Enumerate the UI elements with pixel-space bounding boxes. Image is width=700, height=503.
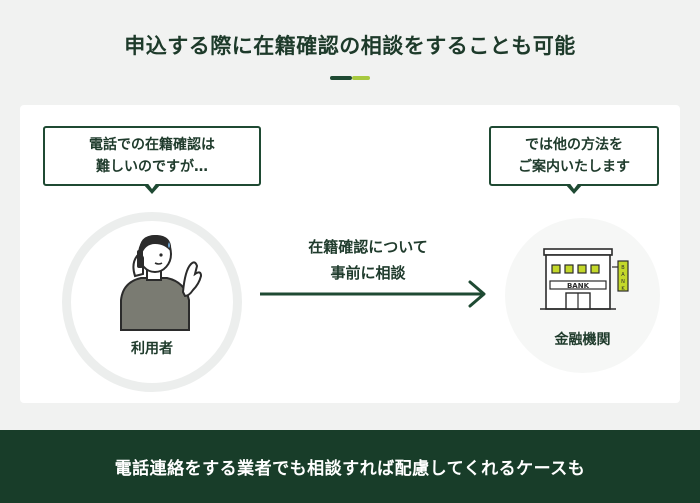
svg-text:B: B [621, 265, 625, 271]
arrow-caption: 在籍確認について 事前に相談 [268, 234, 468, 286]
svg-text:A: A [621, 272, 625, 278]
user-speech-bubble: 電話での在籍確認は 難しいのですが… [43, 126, 261, 194]
bank-sign-text: BANK [567, 282, 590, 290]
bank-speech-bubble: では他の方法を ご案内いたします [489, 126, 659, 194]
person-on-phone-icon [120, 234, 203, 331]
arrow-caption-line-1: 在籍確認について [308, 238, 428, 256]
title-underline-accent [352, 76, 370, 80]
user-label: 利用者 [131, 341, 173, 357]
footer-banner: 電話連絡をする業者でも相談すれば配慮してくれるケースも [0, 430, 700, 503]
speech-bubble-tail [565, 181, 583, 194]
title-underline-dark [330, 76, 352, 80]
arrow-caption-line-2: 事前に相談 [330, 264, 406, 282]
svg-text:K: K [621, 286, 625, 292]
footer-text: 電話連絡をする業者でも相談すれば配慮してくれるケースも [114, 459, 586, 479]
bank-building-icon: BANK B A N K [540, 248, 629, 310]
user-speech-line-2: 難しいのですが… [96, 159, 208, 175]
bank-speech-line-2: ご案内いたします [518, 159, 630, 175]
bank-label: 金融機関 [554, 332, 611, 348]
right-arrow-icon [260, 280, 486, 308]
page-title: 申込する際に在籍確認の相談をすることも可能 [124, 34, 576, 58]
user-speech-line-1: 電話での在籍確認は [89, 137, 215, 153]
svg-text:N: N [621, 279, 625, 285]
bank-speech-line-1: では他の方法を [525, 137, 623, 153]
speech-bubble-tail [143, 181, 161, 194]
